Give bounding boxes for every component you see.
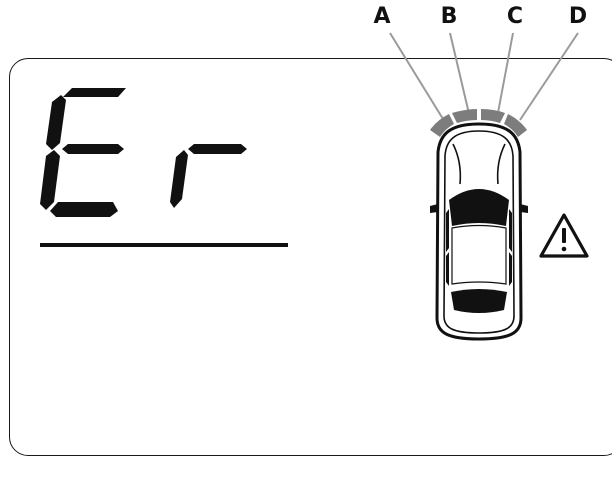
leader-line-a: [390, 33, 443, 119]
segment-r-vertical: [170, 150, 188, 208]
leader-line-b: [450, 33, 470, 118]
car-window-right-rear: [509, 252, 512, 286]
car-window-left-rear: [446, 252, 449, 286]
segment-e-lower-left: [40, 150, 60, 210]
warning-triangle-icon: [541, 215, 587, 256]
error-code-segments: [40, 88, 247, 217]
car-window-left-front: [446, 209, 449, 252]
car-mirror-right: [520, 204, 528, 213]
segment-e-bottom: [50, 202, 118, 217]
car-rear-window: [451, 289, 507, 313]
segment-r-top: [188, 144, 247, 154]
car-mirror-left: [430, 204, 438, 213]
display-underline: [40, 243, 288, 247]
car-roof: [452, 226, 506, 285]
sensor-leader-lines: [390, 33, 578, 120]
sensor-arc-c: [481, 109, 505, 123]
leader-line-d: [520, 33, 578, 120]
car-windshield: [449, 189, 509, 226]
car-window-right-front: [509, 209, 512, 252]
segment-e-top: [63, 88, 126, 97]
sensor-arc-b: [452, 109, 477, 123]
segment-e-upper-left: [46, 95, 66, 150]
segment-e-middle: [62, 144, 124, 154]
car-top-view-icon: [430, 124, 528, 339]
leader-line-c: [497, 33, 513, 118]
